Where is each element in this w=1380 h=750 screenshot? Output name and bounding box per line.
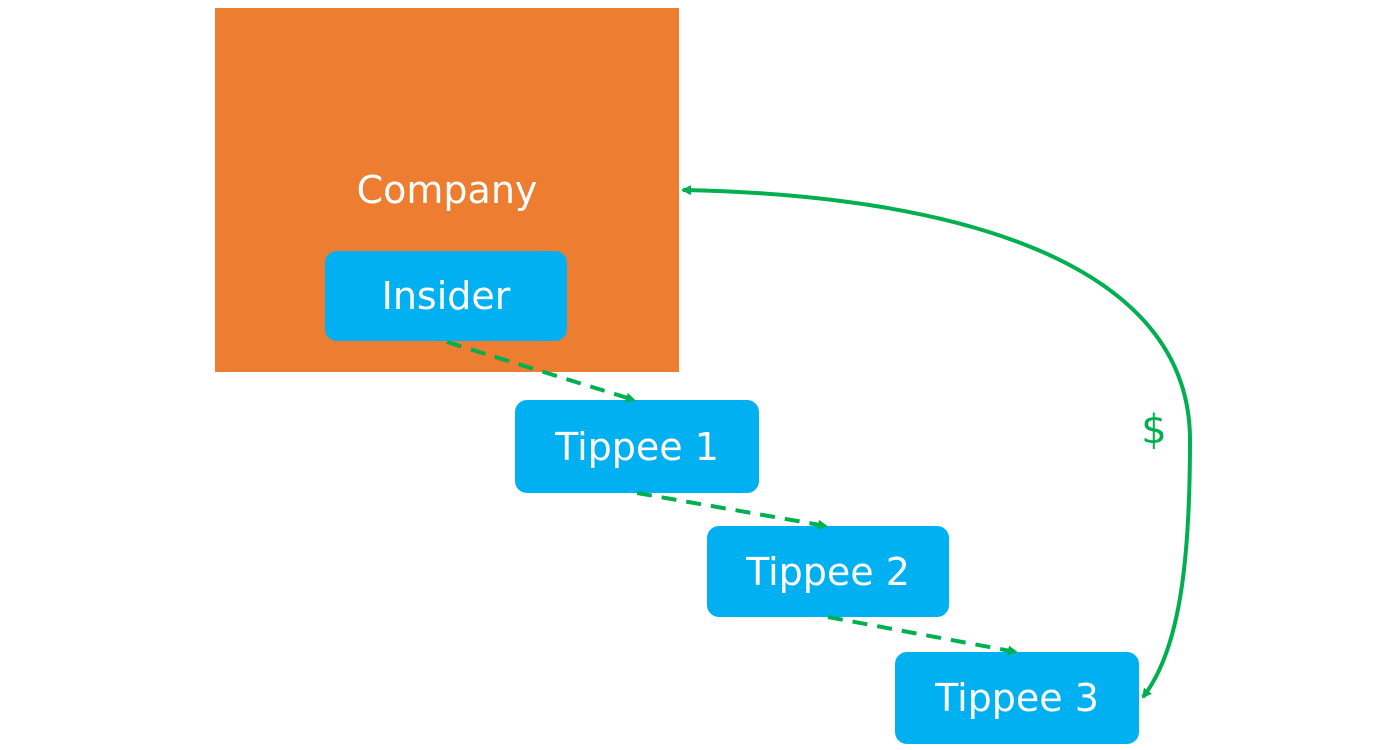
tippee-1-node: Tippee 1 [515, 400, 759, 493]
tip-arrow-tippee-1-to-tippee-2 [636, 491, 828, 530]
tippee-3-node: Tippee 3 [895, 652, 1139, 744]
company-label: Company [356, 168, 538, 212]
payment-arrow-to-company [681, 185, 1192, 441]
tippee-2-node: Tippee 2 [707, 526, 949, 617]
payment-arrow-to-tippee-3 [1141, 439, 1192, 699]
dollar-label: $ [1141, 407, 1167, 453]
tip-arrow-tippee-2-to-tippee-3 [827, 615, 1018, 656]
insider-node: Insider [325, 251, 567, 341]
